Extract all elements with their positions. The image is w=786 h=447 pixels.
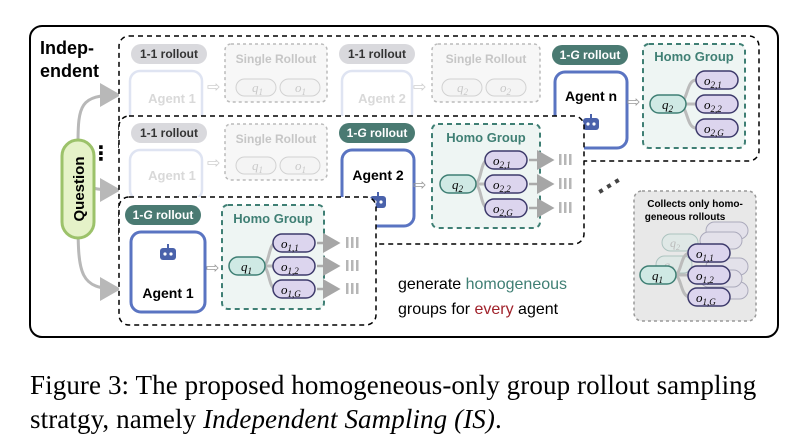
o21-label-n: o2,1 xyxy=(704,73,722,90)
one-one-rollout-label-n2: 1-1 rollout xyxy=(348,47,406,61)
o11-pill-1 xyxy=(272,233,316,253)
agent-1-label: Agent 1 xyxy=(142,285,194,301)
caption-prefix: Figure 3: The proposed homogeneous-only … xyxy=(30,370,757,434)
o2-ghost-n2: o2 xyxy=(500,80,512,97)
vertical-dots: ⋮ xyxy=(91,143,111,165)
one-one-rollout-badge-n xyxy=(131,44,207,64)
o2g-pill-n xyxy=(695,118,739,138)
homo-group-label-2: Homo Group xyxy=(446,130,525,145)
q1-ghost-n1: q1 xyxy=(252,80,263,97)
collects-box: Collects only homo- geneous rollouts q2 … xyxy=(633,190,757,322)
one-g-rollout-badge-1 xyxy=(125,205,201,225)
one-one-rollout-label-n: 1-1 rollout xyxy=(140,47,198,61)
panel-agent-1: 1-G rollout Agent 1 ⇨ Homo Group q1 o1,1… xyxy=(118,196,377,326)
o12-pill-collect xyxy=(687,265,731,285)
o1g-label-1: o1,G xyxy=(281,282,301,299)
one-g-rollout-label-2: 1-G rollout xyxy=(347,126,408,140)
question-flow: Question ⋮ xyxy=(60,83,121,301)
caption-italic: Independent Sampling (IS) xyxy=(203,404,495,434)
agent-1-ghost-label-2: Agent 1 xyxy=(148,168,196,183)
homo-group-label-n: Homo Group xyxy=(654,49,733,64)
arrow-glyph: ⇨ xyxy=(207,155,220,172)
q2-pill-n xyxy=(649,94,687,114)
q2-label-2: q2 xyxy=(452,177,464,194)
o12-label-1: o1,2 xyxy=(281,259,299,276)
o1g-pill-1 xyxy=(272,279,316,299)
one-one-rollout-label-2: 1-1 rollout xyxy=(140,126,198,140)
arrow-glyph: ⇨ xyxy=(206,260,219,277)
one-one-rollout-badge-2 xyxy=(131,123,207,143)
o11-label-1: o1,1 xyxy=(281,236,299,253)
o21-pill-2 xyxy=(484,150,528,170)
caption-suffix: . xyxy=(494,404,502,434)
generate-line1: generate homogeneous xyxy=(398,276,567,293)
agent-1-box xyxy=(129,230,207,314)
agent-n-label: Agent n xyxy=(565,88,617,104)
agent-1-ghost-label-n: Agent 1 xyxy=(148,91,196,106)
output-bars-1 xyxy=(346,237,359,294)
o2g-label-n: o2,G xyxy=(704,121,724,138)
q2-pill-2 xyxy=(439,174,477,194)
o1-ghost-2: o1 xyxy=(295,158,306,175)
one-g-rollout-label-1: 1-G rollout xyxy=(133,208,194,222)
collect-line1: Collects only homo- xyxy=(647,199,743,210)
generate-line2: groups for every agent xyxy=(398,301,559,318)
single-rollout-label-n1: Single Rollout xyxy=(236,52,317,66)
independent-label-line1: Indep- xyxy=(40,38,94,58)
one-g-rollout-badge-2 xyxy=(339,123,415,143)
arrow-glyph: ⇨ xyxy=(627,94,640,111)
output-arrows-2 xyxy=(529,150,555,218)
o2g-label-2: o2,G xyxy=(493,201,513,218)
homo-group-label-1: Homo Group xyxy=(233,211,312,226)
single-rollout-label-n2: Single Rollout xyxy=(446,52,527,66)
diagonal-dots xyxy=(598,178,620,194)
q1-pill-1 xyxy=(228,256,266,276)
collect-line2: geneous rollouts xyxy=(645,212,726,223)
o21-label-2: o2,1 xyxy=(493,153,511,170)
q2-label-n: q2 xyxy=(662,97,674,114)
q1-label-collect: q1 xyxy=(652,268,663,285)
o22-label-n: o2,2 xyxy=(704,97,722,114)
o22-label-2: o2,2 xyxy=(493,177,511,194)
robot-icon xyxy=(160,244,176,260)
output-arrows-1 xyxy=(317,233,341,299)
single-rollout-label-2: Single Rollout xyxy=(236,132,317,146)
one-one-rollout-badge-n2 xyxy=(339,44,415,64)
agent-2-label: Agent 2 xyxy=(352,167,404,183)
o11-label-collect: o1,1 xyxy=(696,246,714,263)
o12-pill-1 xyxy=(272,256,316,276)
question-label: Question xyxy=(71,156,88,221)
one-g-rollout-label-n: 1-G rollout xyxy=(560,48,621,62)
q2-ghost-collect: q2 xyxy=(670,236,680,252)
output-bars-2 xyxy=(559,154,572,213)
q2-ghost-n2: q2 xyxy=(457,80,469,97)
arrow-glyph: ⇨ xyxy=(207,79,220,96)
o12-label-collect: o1,2 xyxy=(696,268,714,285)
o22-pill-2 xyxy=(484,174,528,194)
q1-label-1: q1 xyxy=(241,259,252,276)
arrow-glyph: ⇨ xyxy=(413,79,426,96)
question-pill xyxy=(60,138,96,240)
agent-2-ghost-label-n: Agent 2 xyxy=(358,91,406,106)
q1-pill-collect xyxy=(639,265,677,285)
q1-ghost-2: q1 xyxy=(252,158,263,175)
o22-pill-n xyxy=(695,94,739,114)
o2g-pill-2 xyxy=(484,198,528,218)
o21-pill-n xyxy=(695,70,739,90)
o1g-label-collect: o1,G xyxy=(696,290,716,307)
independent-label-line2: endent xyxy=(40,61,99,81)
o1-ghost-n1: o1 xyxy=(295,80,306,97)
o1g-pill-collect xyxy=(687,287,731,307)
one-g-rollout-badge-n xyxy=(552,45,628,65)
figure-caption: Figure 3: The proposed homogeneous-only … xyxy=(30,368,780,436)
arrow-glyph: ⇨ xyxy=(413,177,426,194)
o11-pill-collect xyxy=(687,243,731,263)
robot-icon xyxy=(583,114,599,130)
